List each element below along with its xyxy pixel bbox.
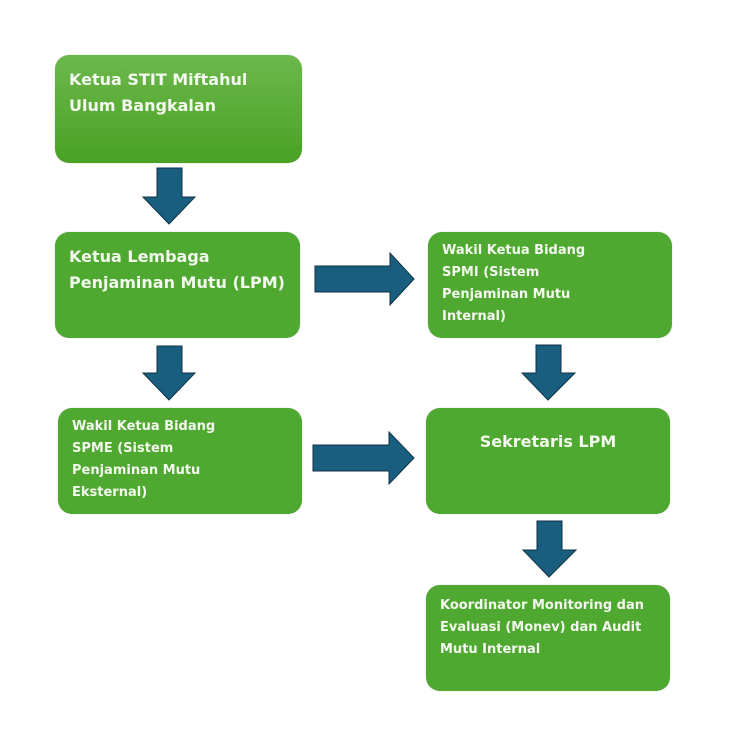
- arrow-right-2: [312, 430, 415, 486]
- arrow-down-1: [141, 167, 197, 225]
- arrow-down-2: [141, 345, 197, 401]
- node-ketua-stit: Ketua STIT Miftahul Ulum Bangkalan: [55, 55, 302, 163]
- arrow-right-1: [314, 251, 415, 307]
- arrow-down-3: [520, 344, 577, 401]
- node-wakil-spme: Wakil Ketua Bidang SPME (Sistem Penjamin…: [58, 408, 302, 514]
- node-ketua-lpm: Ketua Lembaga Penjaminan Mutu (LPM): [55, 232, 300, 338]
- arrow-down-4: [521, 520, 578, 578]
- node-wakil-spmi: Wakil Ketua Bidang SPMI (Sistem Penjamin…: [428, 232, 672, 338]
- node-koordinator: Koordinator Monitoring dan Evaluasi (Mon…: [426, 585, 670, 691]
- node-sekretaris: Sekretaris LPM: [426, 408, 670, 514]
